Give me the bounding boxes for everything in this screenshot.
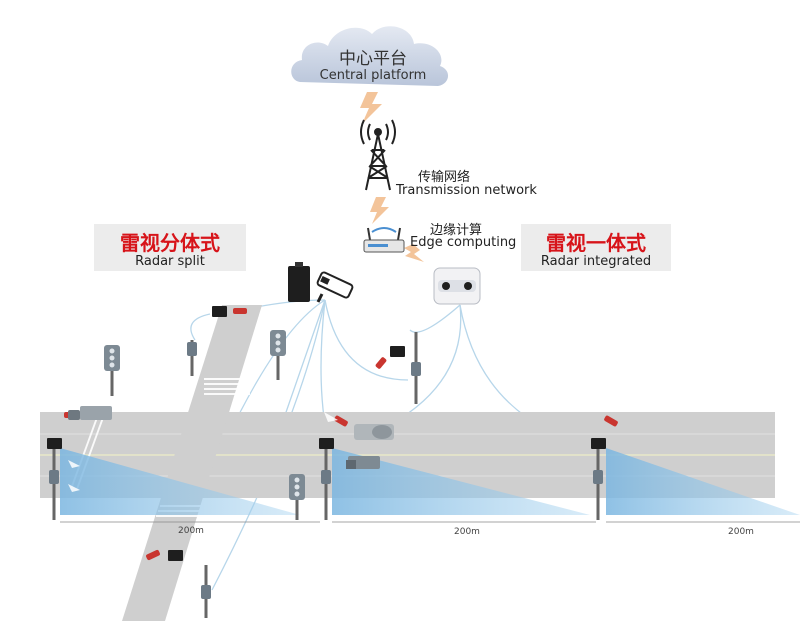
transmission-network-title-en: Transmission network	[396, 183, 537, 198]
lane-arrow-icons	[68, 412, 338, 492]
central-platform-title-cn: 中心平台	[339, 49, 407, 69]
pole-boxes	[49, 342, 603, 599]
signal-lightning-icon	[360, 92, 424, 262]
radar-split-title-cn: 雷视分体式	[120, 231, 220, 255]
radar-integrated-device-icon	[433, 267, 481, 305]
central-platform-title-en: Central platform	[319, 68, 427, 83]
edge-router-icon	[363, 227, 405, 253]
traffic-light-lamps	[109, 333, 300, 497]
radar-integrated-badge: 雷视一体式 Radar integrated	[521, 224, 671, 271]
vehicle-icons	[68, 406, 394, 469]
distance-label: 200m	[728, 527, 754, 537]
radar-beams	[60, 448, 800, 515]
radar-split-device-icon	[288, 262, 354, 303]
edge-computing-title-cn: 边缘计算	[430, 223, 483, 238]
distance-label: 200m	[178, 526, 204, 536]
transmission-network-title-cn: 传输网络	[418, 170, 471, 185]
distance-label: 200m	[454, 527, 480, 537]
cloud-icon	[291, 26, 449, 86]
radar-integrated-title-en: Radar integrated	[540, 254, 652, 269]
radar-split-badge: 雷视分体式 Radar split	[94, 224, 246, 271]
transmission-tower-icon	[360, 119, 396, 191]
edge-computing-title-en: Edge computing	[410, 235, 517, 250]
radar-unit-icon	[47, 306, 606, 561]
radar-split-title-en: Radar split	[135, 254, 205, 269]
radar-integrated-title-cn: 雷视一体式	[546, 231, 646, 255]
